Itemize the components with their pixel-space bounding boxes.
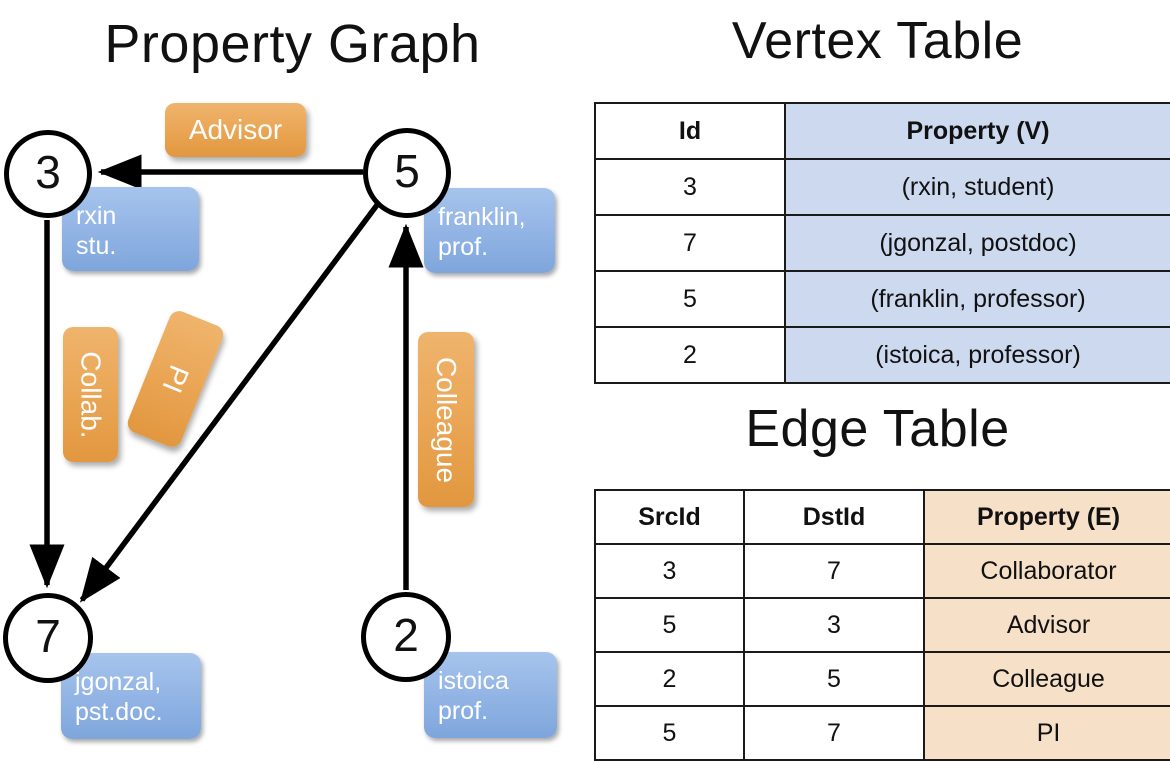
edge-cell-dstid: 7: [743, 705, 925, 761]
edge-label-colleague-text: Colleague: [431, 356, 463, 483]
vertex-property-3-line1: rxin: [76, 202, 117, 230]
graph-node-3-label: 3: [35, 146, 61, 198]
vertex-property-7-line1: jgonzal,: [75, 668, 162, 696]
table-row[interactable]: 2 (istoica, professor): [594, 326, 1170, 384]
vertex-property-badge-7[interactable]: jgonzal, pst.doc.: [61, 653, 201, 739]
table-row[interactable]: 5 (franklin, professor): [594, 270, 1170, 328]
edge-table-header-row: SrcId DstId Property (E): [594, 489, 1170, 545]
edge-cell-dstid: 5: [743, 651, 925, 707]
vertex-cell-id: 3: [594, 158, 786, 216]
vertex-table: Id Property (V) 3 (rxin, student) 7 (jgo…: [594, 102, 1170, 384]
vertex-cell-property: (jgonzal, postdoc): [784, 214, 1170, 272]
vertex-property-badge-3[interactable]: rxin stu.: [62, 187, 199, 271]
edge-cell-property: Collaborator: [923, 543, 1170, 599]
edge-cell-dstid: 3: [743, 597, 925, 653]
edge-cell-property: Advisor: [923, 597, 1170, 653]
graph-node-5-label: 5: [394, 145, 420, 197]
graph-node-7[interactable]: 7: [3, 593, 93, 683]
edge-table-header-dstid: DstId: [743, 489, 925, 545]
vertex-cell-property: (istoica, professor): [784, 326, 1170, 384]
vertex-cell-id: 5: [594, 270, 786, 328]
page-title-vertex-table: Vertex Table: [731, 12, 1024, 70]
edge-table-header-property: Property (E): [923, 489, 1170, 545]
vertex-table-header-row: Id Property (V): [594, 102, 1170, 160]
vertex-cell-property: (franklin, professor): [784, 270, 1170, 328]
edge-cell-srcid: 2: [594, 651, 745, 707]
table-row[interactable]: 5 7 PI: [594, 705, 1170, 761]
graph-node-5[interactable]: 5: [363, 128, 451, 218]
table-row[interactable]: 5 3 Advisor: [594, 597, 1170, 653]
table-row[interactable]: 7 (jgonzal, postdoc): [594, 214, 1170, 272]
edge-label-advisor[interactable]: Advisor: [165, 103, 306, 157]
vertex-property-5-line1: franklin,: [438, 203, 526, 231]
vertex-cell-id: 7: [594, 214, 786, 272]
graph-node-7-label: 7: [35, 610, 61, 662]
edge-cell-dstid: 7: [743, 543, 925, 599]
graph-node-2-label: 2: [393, 609, 419, 661]
vertex-table-header-id: Id: [594, 102, 786, 160]
graph-edge-layer: [29, 154, 424, 603]
vertex-property-3-line2: stu.: [76, 232, 117, 260]
edge-label-collab-text: Collab.: [75, 350, 107, 439]
property-graph-diagram: Advisor Collab. PI Colleague rxin stu. f…: [0, 0, 585, 760]
edge-cell-srcid: 3: [594, 543, 745, 599]
edge-cell-property: Colleague: [923, 651, 1170, 707]
page-title-edge-table: Edge Table: [745, 400, 1010, 458]
vertex-property-badge-5[interactable]: franklin, prof.: [424, 188, 555, 273]
edge-label-advisor-text: Advisor: [188, 114, 283, 145]
vertex-cell-property: (rxin, student): [784, 158, 1170, 216]
vertex-property-2-line1: istoica: [438, 667, 509, 695]
edge-label-colleague[interactable]: Colleague: [418, 332, 474, 507]
edge-label-pi-text: PI: [156, 361, 196, 398]
vertex-property-badge-2[interactable]: istoica prof.: [424, 652, 557, 738]
edge-table-header-srcid: SrcId: [594, 489, 745, 545]
vertex-property-2-line2: prof.: [438, 697, 489, 725]
edge-5-to-7-pi: [79, 203, 380, 603]
table-row[interactable]: 3 (rxin, student): [594, 158, 1170, 216]
edge-cell-srcid: 5: [594, 705, 745, 761]
graph-node-2[interactable]: 2: [361, 592, 451, 682]
page-title-property-graph: Property Graph: [104, 14, 481, 74]
edge-label-collab[interactable]: Collab.: [63, 327, 118, 462]
table-row[interactable]: 2 5 Colleague: [594, 651, 1170, 707]
vertex-property-5-line2: prof.: [438, 233, 489, 261]
vertex-cell-id: 2: [594, 326, 786, 384]
vertex-table-header-property: Property (V): [784, 102, 1170, 160]
vertex-property-7-line2: pst.doc.: [75, 698, 163, 726]
graph-node-3[interactable]: 3: [4, 130, 92, 218]
edge-cell-srcid: 5: [594, 597, 745, 653]
edge-table: SrcId DstId Property (E) 3 7 Collaborato…: [594, 489, 1170, 761]
edge-cell-property: PI: [923, 705, 1170, 761]
table-row[interactable]: 3 7 Collaborator: [594, 543, 1170, 599]
